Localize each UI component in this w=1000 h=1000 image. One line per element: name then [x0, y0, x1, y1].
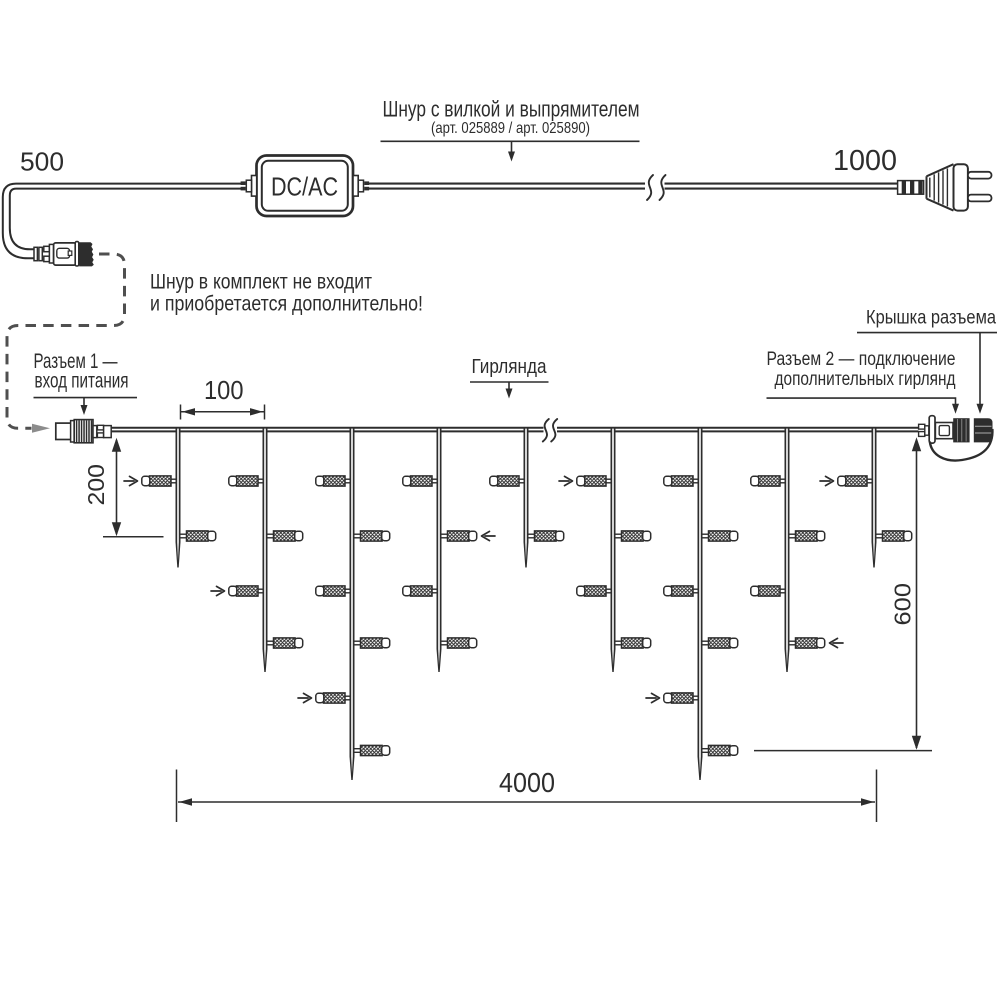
svg-text:(арт. 025889 / арт. 025890): (арт. 025889 / арт. 025890) [431, 120, 590, 137]
svg-text:Шнур с вилкой и выпрямителем: Шнур с вилкой и выпрямителем [383, 97, 640, 122]
svg-text:Шнур в комплект не входит: Шнур в комплект не входит [150, 271, 372, 294]
svg-text:4000: 4000 [499, 767, 555, 798]
svg-text:Гирлянда: Гирлянда [472, 356, 548, 378]
svg-text:дополнительных гирлянд: дополнительных гирлянд [775, 369, 956, 390]
svg-text:1000: 1000 [833, 145, 897, 177]
svg-text:Разъем 2 — подключение: Разъем 2 — подключение [767, 349, 956, 370]
svg-text:DC/AC: DC/AC [271, 172, 338, 202]
svg-text:и приобретается дополнительно!: и приобретается дополнительно! [150, 293, 423, 316]
svg-text:600: 600 [890, 583, 916, 626]
svg-text:200: 200 [83, 464, 109, 506]
svg-text:вход питания: вход питания [35, 370, 129, 393]
svg-text:100: 100 [204, 375, 244, 405]
svg-text:500: 500 [20, 147, 64, 177]
svg-text:Крышка разъема: Крышка разъема [866, 308, 996, 329]
svg-text:Разъем 1 —: Разъем 1 — [34, 350, 118, 373]
